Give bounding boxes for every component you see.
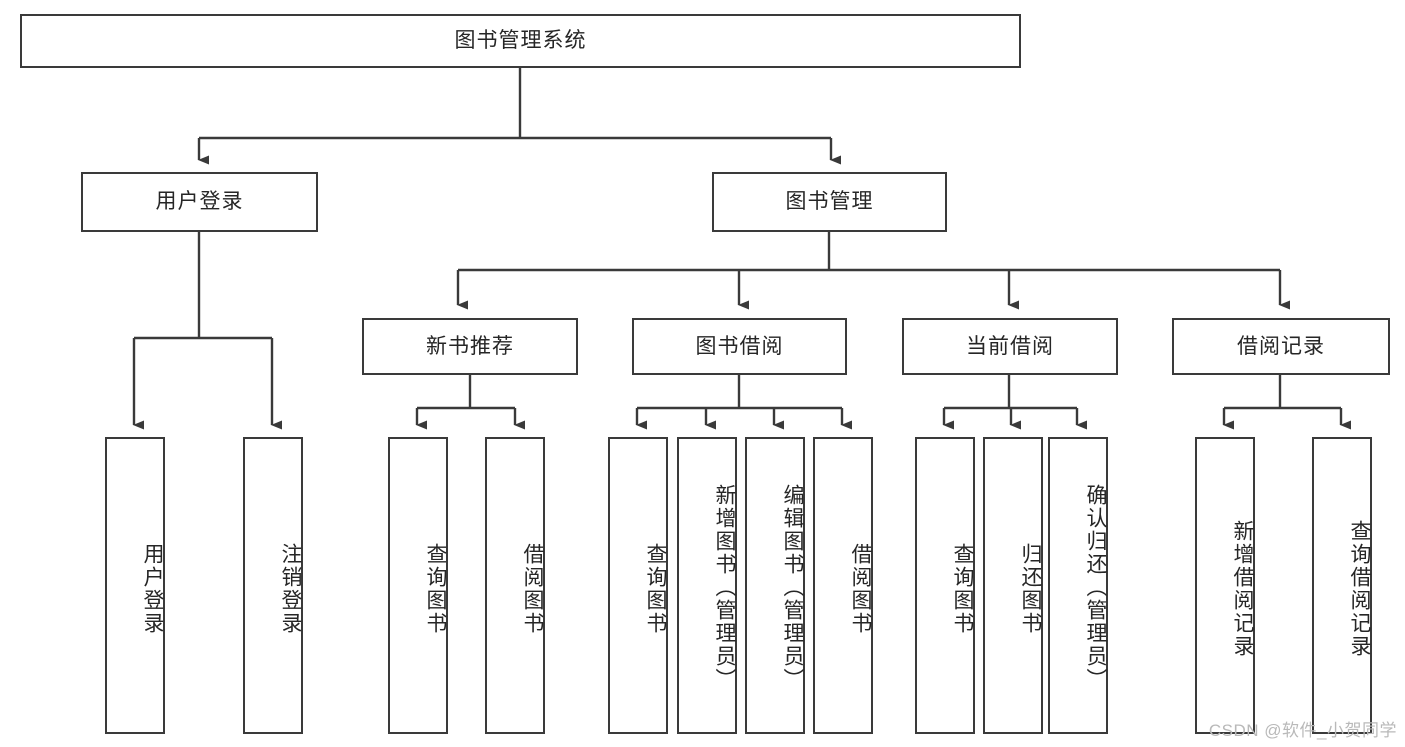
node-label: 借阅记录 [1237,334,1325,358]
node-label: 注销登录 [279,542,302,635]
node-label: 新增借阅记录 [1231,519,1254,658]
node-book-management[interactable]: 图书管理 [712,172,947,232]
node-label: 用户登录 [141,542,164,635]
leaf-add-borrow-record[interactable]: 新增借阅记录 [1195,437,1255,734]
leaf-edit-book-admin[interactable]: 编辑图书（管理员） [745,437,805,734]
node-label: 当前借阅 [966,334,1054,358]
leaf-user-login[interactable]: 用户登录 [105,437,165,734]
node-label: 查询图书 [644,542,667,635]
node-label: 用户登录 [155,190,244,214]
node-label: 借阅图书 [849,542,872,635]
node-new-book-recommend[interactable]: 新书推荐 [362,318,578,375]
leaf-borrow-book[interactable]: 借阅图书 [813,437,873,734]
node-label: 查询图书 [424,542,447,635]
node-current-borrow[interactable]: 当前借阅 [902,318,1118,375]
leaf-add-book-admin[interactable]: 新增图书（管理员） [677,437,737,734]
node-book-borrow[interactable]: 图书借阅 [632,318,847,375]
node-label: 图书管理系统 [454,29,587,53]
leaf-query-book-recommend[interactable]: 查询图书 [388,437,448,734]
node-label: 确认归还（管理员） [1084,484,1107,691]
node-label: 图书借阅 [695,334,784,358]
leaf-logout[interactable]: 注销登录 [243,437,303,734]
node-label: 图书管理 [785,190,874,214]
node-label: 查询图书 [951,542,974,635]
leaf-query-borrow-record[interactable]: 查询借阅记录 [1312,437,1372,734]
node-label: 新书推荐 [426,334,514,358]
leaf-borrow-book-recommend[interactable]: 借阅图书 [485,437,545,734]
leaf-query-book-current[interactable]: 查询图书 [915,437,975,734]
node-borrow-record[interactable]: 借阅记录 [1172,318,1390,375]
node-label: 借阅图书 [521,542,544,635]
node-label: 归还图书 [1019,542,1042,635]
leaf-return-book[interactable]: 归还图书 [983,437,1043,734]
node-root-library-system[interactable]: 图书管理系统 [20,14,1021,68]
watermark-text: CSDN @软件_小贺同学 [1208,721,1397,740]
leaf-query-book-borrow[interactable]: 查询图书 [608,437,668,734]
node-label: 新增图书（管理员） [713,484,736,691]
node-label: 编辑图书（管理员） [781,484,804,691]
leaf-confirm-return-admin[interactable]: 确认归还（管理员） [1048,437,1108,734]
node-user-login[interactable]: 用户登录 [81,172,318,232]
node-label: 查询借阅记录 [1348,519,1371,658]
